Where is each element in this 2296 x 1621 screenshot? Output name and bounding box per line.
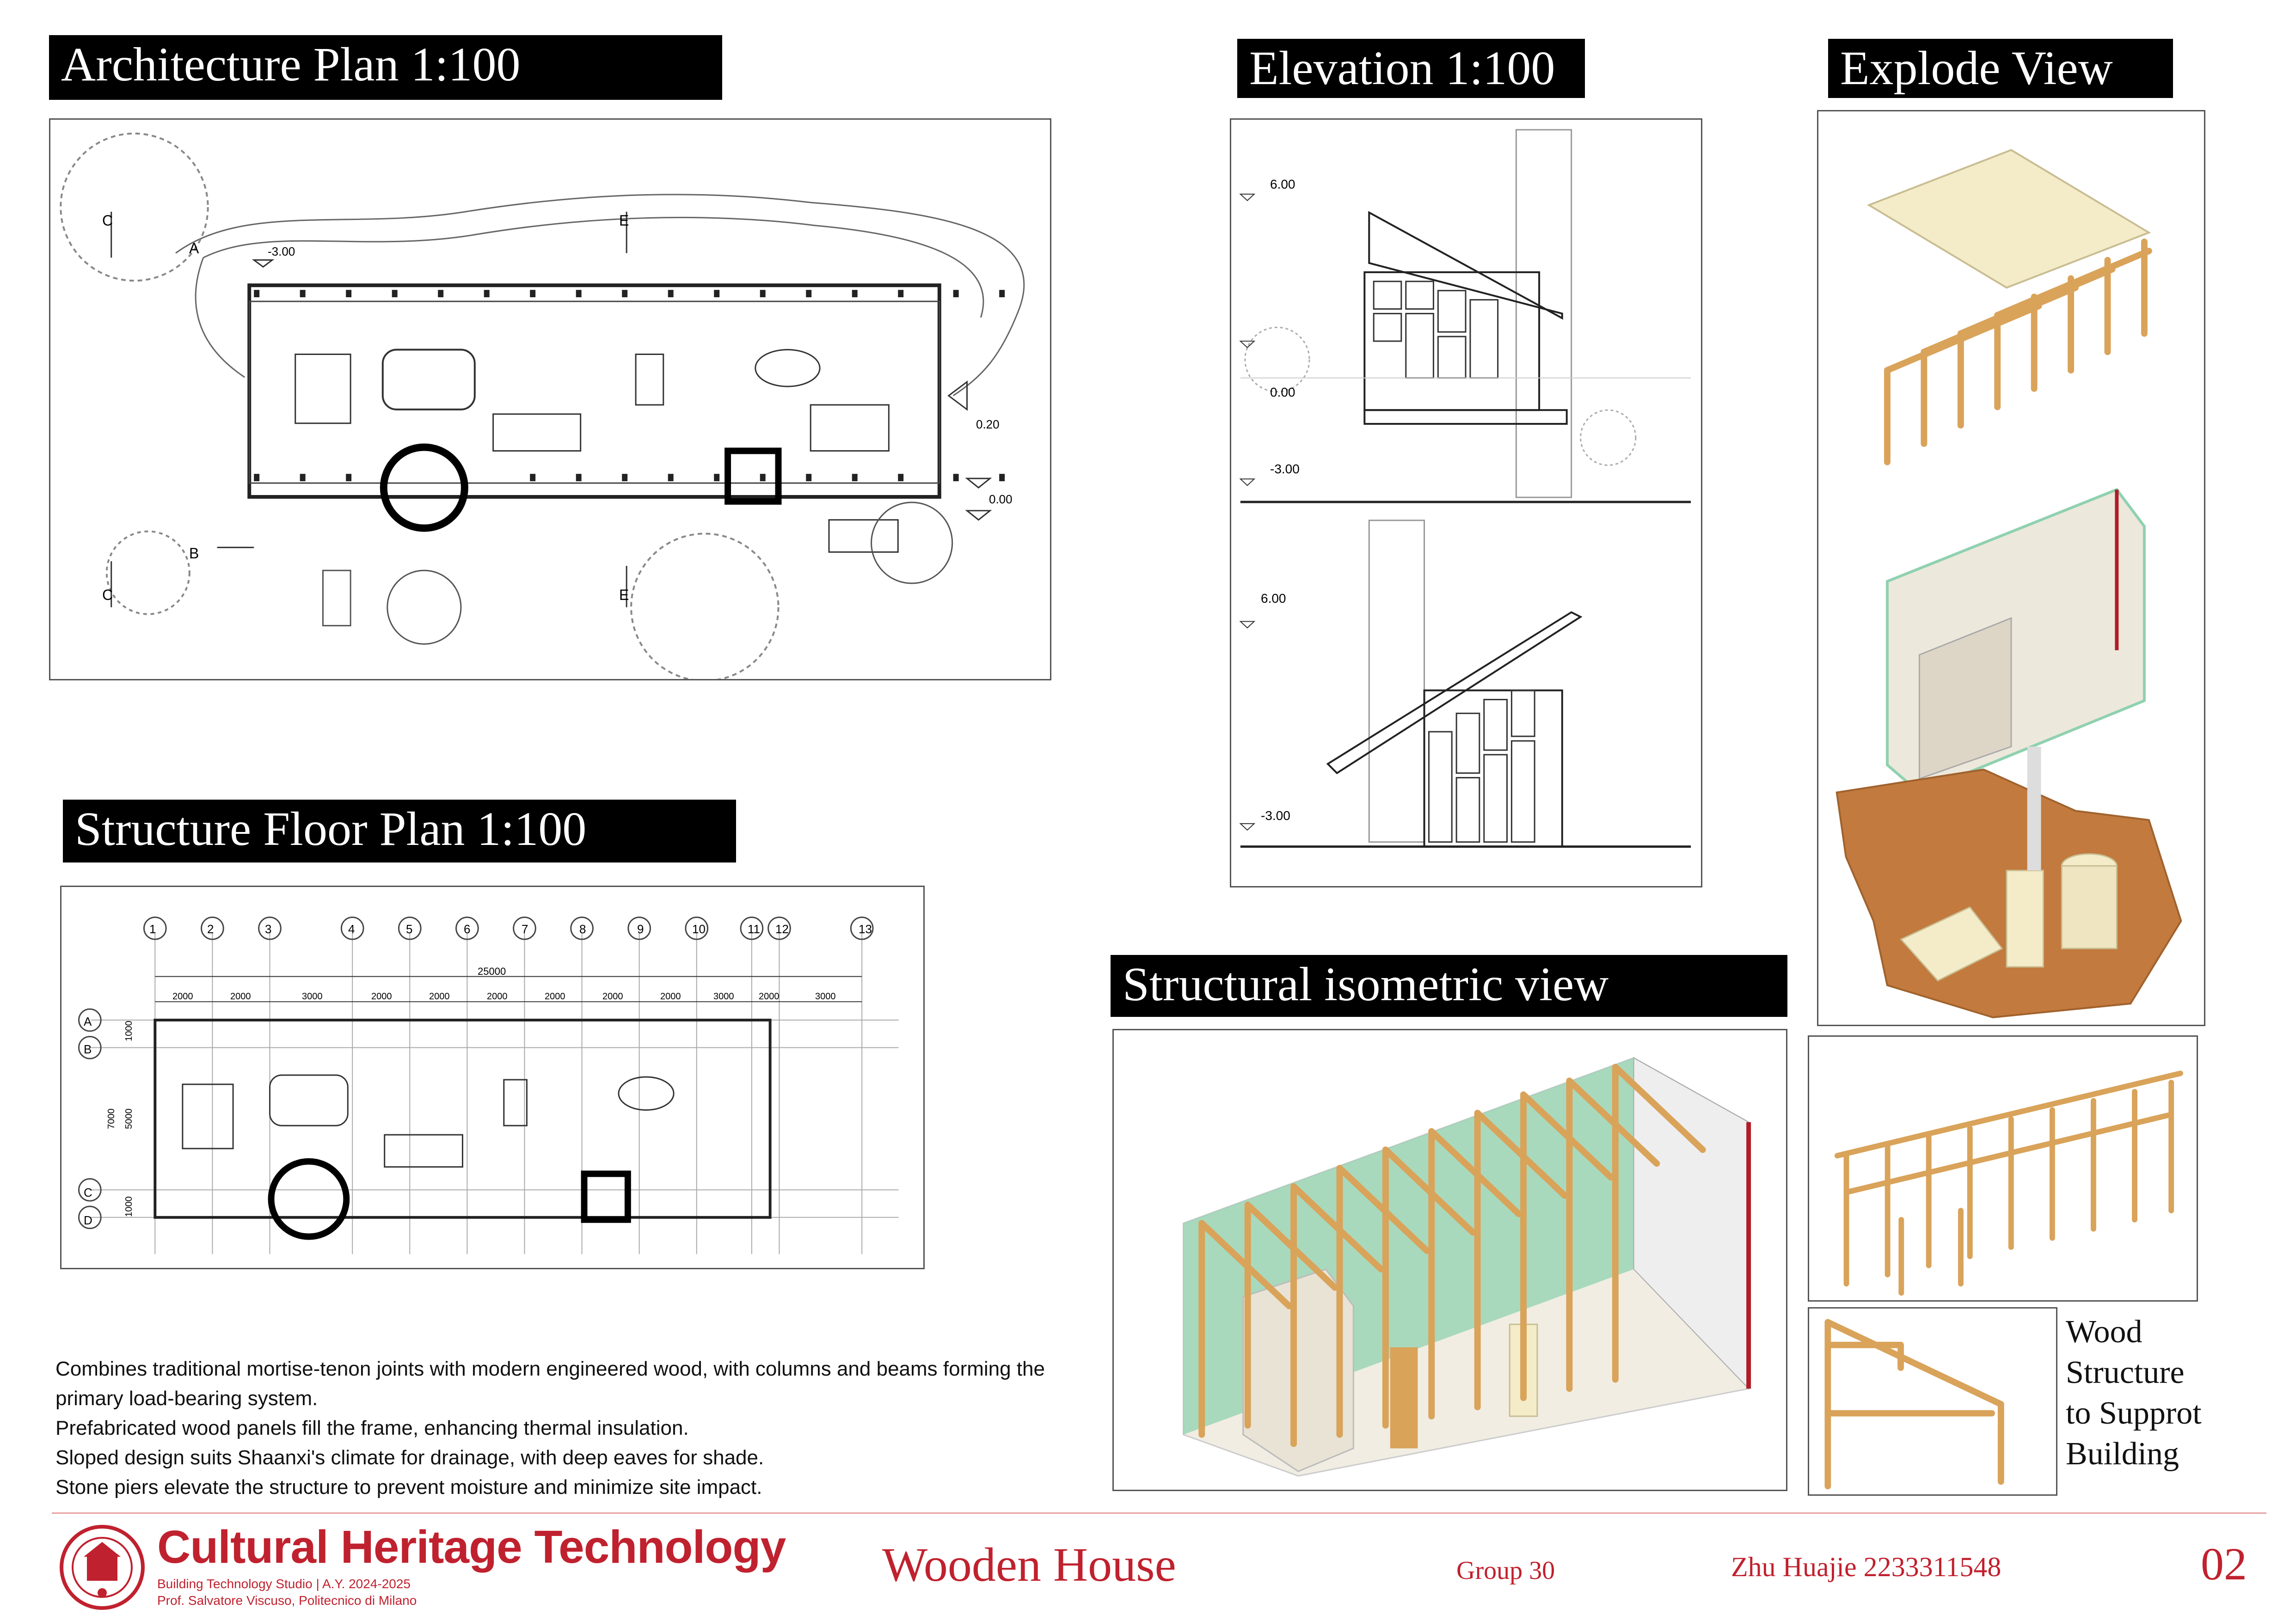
axis-label: 7 [522,922,528,936]
span-dimension: 2000 [172,991,193,1002]
explode-title: Explode View [1828,39,2173,98]
span-dimension: 3000 [713,991,734,1002]
structure-plan-drawing [78,917,899,1254]
tree-icon [1244,326,1310,392]
total-dimension: 25000 [478,966,506,977]
axis-label: 10 [692,922,706,936]
description-line: Sloped design suits Shaanxi's climate fo… [55,1446,764,1469]
elevation-level: 6.00 [1270,177,1295,191]
axis-label: 3 [265,922,272,936]
wood-label-line: Wood [2066,1314,2143,1350]
wood-label-line: Building [2066,1436,2179,1472]
isometric-drawing [1182,1057,1751,1477]
description-line: Combines traditional mortise-tenon joint… [55,1358,1045,1410]
side-dimension: 1000 [123,1021,134,1041]
wood-label-line: to Supprot [2066,1395,2202,1431]
axis-label: 1 [149,922,156,936]
structure-plan-title: Structure Floor Plan 1:100 [63,800,736,862]
section-marker: E [619,587,629,603]
roof-trusses [1884,239,2152,465]
level-label: -3.00 [268,245,295,258]
elevation-panel: 6.00 0.00 -3.00 6.00 -3.00 [1230,118,1702,887]
explode-view-drawing [1836,149,2182,1019]
tree-icon [630,532,780,679]
section-marker: C [102,212,113,229]
elevation-level: -3.00 [1261,808,1290,823]
elevation-level: 6.00 [1261,591,1286,606]
axis-label: 8 [579,922,586,936]
section-marker: C [102,587,113,603]
side-dimension: 1000 [123,1196,134,1217]
axis-label: 2 [207,922,214,936]
axis-label: 6 [464,922,471,936]
elevation-level: -3.00 [1270,462,1300,476]
span-dimension: 2000 [230,991,251,1002]
description-line: Stone piers elevate the structure to pre… [55,1476,762,1499]
row-label: D [84,1213,92,1227]
tree-icon [60,132,209,282]
brand-title: Cultural Heritage Technology [157,1521,786,1573]
level-label: 0.00 [989,492,1013,506]
studio-subtitle: Building Technology Studio | A.Y. 2024-2… [157,1577,411,1591]
university-seal-icon [58,1523,146,1611]
wood-structure-drawing [1834,1070,2183,1296]
axis-label: 5 [406,922,413,936]
span-dimension: 2000 [545,991,565,1002]
roof-slab [1866,149,2151,289]
span-dimension: 2000 [660,991,681,1002]
side-dimension: 7000 [106,1108,117,1129]
span-dimension: 3000 [302,991,323,1002]
description-line: Prefabricated wood panels fill the frame… [55,1417,689,1439]
axis-label: 11 [748,922,760,936]
axis-label: 9 [637,922,644,936]
author-label: Zhu Huajie 2233311548 [1731,1552,2001,1582]
section-marker: B [189,545,199,562]
explode-view-panel [1817,110,2205,1026]
project-name: Wooden House [882,1538,1176,1591]
wood-structure-panel [1808,1035,2198,1302]
span-dimension: 2000 [371,991,392,1002]
level-label: 0.20 [976,417,1000,431]
tree-icon [105,530,190,615]
isometric-panel [1112,1029,1787,1491]
tree-icon [1580,409,1637,466]
page-number: 02 [2201,1538,2247,1590]
section-marker: A [189,240,199,257]
wood-frame-detail-panel [1808,1307,2057,1496]
span-dimension: 2000 [487,991,508,1002]
span-dimension: 2000 [429,991,450,1002]
group-label: Group 30 [1456,1556,1555,1585]
elevation-title: Elevation 1:100 [1237,39,1585,98]
row-label: C [84,1186,92,1199]
span-dimension: 2000 [602,991,623,1002]
arch-plan-title: Architecture Plan 1:100 [49,35,722,100]
architecture-plan-panel: -3.00 0.20 0.00 C E A B C E [49,118,1051,680]
footer-divider [52,1512,2266,1514]
project-description: Combines traditional mortise-tenon joint… [55,1354,1100,1502]
elevation-level: 0.00 [1270,385,1295,399]
wood-label-line: Structure [2066,1355,2185,1390]
elevation-drawing [1239,129,1691,848]
axis-label: 4 [348,922,355,936]
side-dimension: 5000 [123,1108,134,1129]
section-marker: E [619,212,629,229]
span-dimension: 3000 [815,991,836,1002]
wood-frame-drawing [1824,1319,2004,1490]
axis-label: 13 [859,922,872,936]
isometric-title: Structural isometric view [1111,955,1787,1017]
architecture-plan-drawing [60,132,1025,679]
row-label: A [84,1015,92,1028]
row-label: B [84,1042,92,1056]
structure-plan-panel: 1 2 3 4 5 6 7 8 9 10 11 12 13 A B C D 25… [60,886,925,1269]
professor-subtitle: Prof. Salvatore Viscuso, Politecnico di … [157,1593,417,1608]
wood-structure-label: Wood Structure to Supprot Building [2066,1312,2202,1474]
axis-label: 12 [775,922,789,936]
span-dimension: 2000 [759,991,780,1002]
